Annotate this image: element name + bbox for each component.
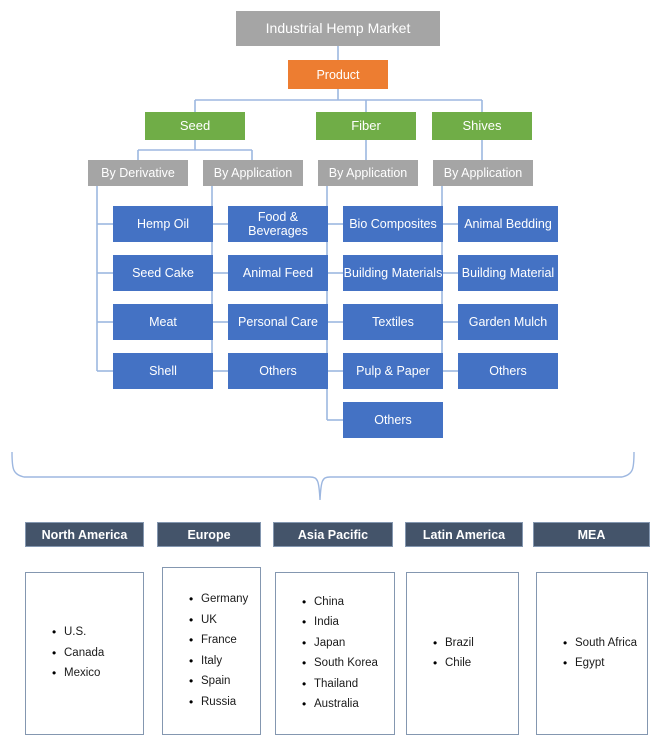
node-segment-shives-application[interactable]: By Application <box>433 160 533 186</box>
region-header-mea[interactable]: MEA <box>533 522 650 547</box>
node-segment-seed-derivative[interactable]: By Derivative <box>88 160 188 186</box>
list-item: Chile <box>433 657 518 670</box>
region-header-latin-america[interactable]: Latin America <box>405 522 523 547</box>
region-panel-mea: South Africa Egypt <box>536 572 648 735</box>
node-product[interactable]: Product <box>288 60 388 89</box>
node-category-shives[interactable]: Shives <box>432 112 532 140</box>
leaf-building-materials[interactable]: Building Materials <box>343 255 443 291</box>
leaf-seed-others[interactable]: Others <box>228 353 328 389</box>
list-item: Brazil <box>433 637 518 650</box>
region-header-north-america[interactable]: North America <box>25 522 144 547</box>
list-item: Canada <box>52 647 143 660</box>
list-item: Russia <box>189 696 260 709</box>
region-brace <box>11 451 635 501</box>
leaf-food-and-beverages[interactable]: Food & Beverages <box>228 206 328 242</box>
list-item: UK <box>189 614 260 627</box>
list-item: Italy <box>189 655 260 668</box>
region-panel-europe: Germany UK France Italy Spain Russia <box>162 567 261 735</box>
list-item: India <box>302 616 394 629</box>
leaf-pulp-and-paper[interactable]: Pulp & Paper <box>343 353 443 389</box>
list-item: U.S. <box>52 626 143 639</box>
country-list-north-america: U.S. Canada Mexico <box>26 626 143 680</box>
leaf-meat[interactable]: Meat <box>113 304 213 340</box>
list-item: Egypt <box>563 657 647 670</box>
node-root[interactable]: Industrial Hemp Market <box>236 11 440 46</box>
leaf-garden-mulch[interactable]: Garden Mulch <box>458 304 558 340</box>
leaf-fiber-others[interactable]: Others <box>343 402 443 438</box>
region-panel-latin-america: Brazil Chile <box>406 572 519 735</box>
region-header-asia-pacific[interactable]: Asia Pacific <box>273 522 393 547</box>
node-category-fiber[interactable]: Fiber <box>316 112 416 140</box>
leaf-shives-others[interactable]: Others <box>458 353 558 389</box>
leaf-seed-cake[interactable]: Seed Cake <box>113 255 213 291</box>
list-item: Mexico <box>52 667 143 680</box>
region-panel-asia-pacific: China India Japan South Korea Thailand A… <box>275 572 395 735</box>
leaf-hemp-oil[interactable]: Hemp Oil <box>113 206 213 242</box>
leaf-shell[interactable]: Shell <box>113 353 213 389</box>
list-item: China <box>302 596 394 609</box>
node-segment-seed-application[interactable]: By Application <box>203 160 303 186</box>
leaf-animal-feed[interactable]: Animal Feed <box>228 255 328 291</box>
list-item: Australia <box>302 698 394 711</box>
leaf-personal-care[interactable]: Personal Care <box>228 304 328 340</box>
leaf-bio-composites[interactable]: Bio Composites <box>343 206 443 242</box>
leaf-animal-bedding[interactable]: Animal Bedding <box>458 206 558 242</box>
region-panel-north-america: U.S. Canada Mexico <box>25 572 144 735</box>
list-item: South Korea <box>302 657 394 670</box>
list-item: Germany <box>189 593 260 606</box>
country-list-mea: South Africa Egypt <box>537 637 647 670</box>
node-category-seed[interactable]: Seed <box>145 112 245 140</box>
list-item: Japan <box>302 637 394 650</box>
list-item: Spain <box>189 675 260 688</box>
region-header-europe[interactable]: Europe <box>157 522 261 547</box>
list-item: France <box>189 634 260 647</box>
country-list-europe: Germany UK France Italy Spain Russia <box>163 593 260 709</box>
country-list-latin-america: Brazil Chile <box>407 637 518 670</box>
country-list-asia-pacific: China India Japan South Korea Thailand A… <box>276 596 394 711</box>
node-segment-fiber-application[interactable]: By Application <box>318 160 418 186</box>
leaf-textiles[interactable]: Textiles <box>343 304 443 340</box>
list-item: South Africa <box>563 637 647 650</box>
leaf-building-material[interactable]: Building Material <box>458 255 558 291</box>
list-item: Thailand <box>302 678 394 691</box>
